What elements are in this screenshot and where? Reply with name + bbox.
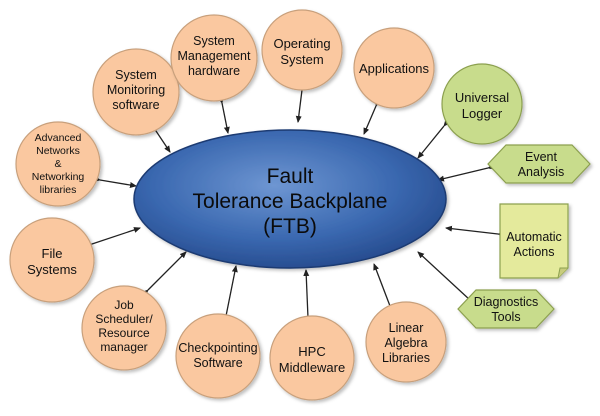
arrow-job-scheduler — [141, 251, 187, 297]
node-system-management: System Management hardware — [170, 14, 258, 102]
label-line: Scheduler/ — [95, 312, 153, 326]
arrow-universal-logger — [417, 119, 451, 159]
arrow-diagnostics-tools — [417, 251, 477, 307]
label-line: Diagnostics — [474, 295, 539, 309]
label-line: System — [193, 34, 235, 48]
node-diagnostics-tools: Diagnostics Tools — [457, 289, 555, 329]
center-line-3: (FTB) — [263, 215, 317, 238]
node-applications: Applications — [353, 27, 435, 109]
label-line: Tools — [491, 310, 520, 324]
node-universal-logger: Universal Logger — [441, 63, 523, 145]
node-job-scheduler: Job Scheduler/ Resource manager — [81, 285, 167, 371]
node-event-analysis: Event Analysis — [487, 144, 591, 184]
label-line: libraries — [40, 184, 77, 196]
label-line: Operating — [273, 36, 330, 51]
central-node: Fault Tolerance Backplane (FTB) — [133, 129, 447, 269]
center-line-1: Fault — [267, 165, 314, 188]
label-line: Middleware — [279, 360, 345, 375]
node-linear-algebra: Linear Algebra Libraries — [365, 301, 447, 383]
label-line: Job — [114, 298, 134, 312]
label-line: Software — [193, 356, 242, 370]
arrow-system-management — [217, 96, 230, 134]
arrow-applications — [363, 99, 382, 135]
node-checkpointing: Checkpointing Software — [175, 313, 261, 399]
arrow-automatic-actions — [445, 225, 505, 238]
label-line: Checkpointing — [178, 341, 257, 355]
label-line: Universal — [455, 90, 509, 105]
arrow-operating-system — [295, 83, 306, 123]
label-line: Linear — [389, 321, 424, 335]
center-line-2: Tolerance Backplane — [193, 190, 388, 213]
arrow-linear-algebra — [373, 263, 395, 313]
label-line: Management — [178, 49, 251, 63]
label-line: manager — [100, 340, 147, 354]
label-line: Logger — [462, 106, 503, 121]
label-line: Analysis — [518, 165, 565, 179]
label-line: Resource — [98, 326, 150, 340]
label-line: HPC — [298, 344, 325, 359]
label-line: & — [54, 158, 61, 170]
label-line: software — [112, 98, 159, 112]
arrow-event-analysis — [437, 163, 495, 182]
arrow-checkpointing — [221, 265, 238, 323]
label-line: System — [280, 52, 323, 67]
node-advanced-networks: Advanced Networks & Networking libraries — [15, 121, 101, 207]
node-system-monitoring: System Monitoring software — [92, 48, 180, 136]
label-line: hardware — [188, 64, 240, 78]
node-file-systems: File Systems — [9, 217, 95, 303]
label-line: Advanced — [35, 132, 82, 144]
label-line: Libraries — [382, 351, 430, 365]
label-line: Systems — [27, 262, 77, 277]
label-line: Actions — [514, 245, 555, 259]
node-hpc-middleware: HPC Middleware — [269, 315, 355, 401]
node-automatic-actions: Automatic Actions — [499, 203, 569, 279]
arrow-hpc-middleware — [303, 269, 312, 325]
label-line: Event — [525, 150, 557, 164]
arrow-advanced-networks — [93, 176, 137, 188]
label-line: Monitoring — [107, 83, 165, 97]
connectors — [85, 83, 505, 325]
label-line: Automatic — [506, 230, 562, 244]
node-operating-system: Operating System — [261, 9, 343, 91]
arrow-file-systems — [85, 227, 141, 249]
label-line: Algebra — [384, 336, 427, 350]
label-line: Networking — [32, 171, 85, 183]
label-line: Applications — [359, 61, 430, 76]
label-line: System — [115, 68, 157, 82]
label-line: Networks — [36, 145, 80, 157]
label-line: File — [42, 246, 63, 261]
